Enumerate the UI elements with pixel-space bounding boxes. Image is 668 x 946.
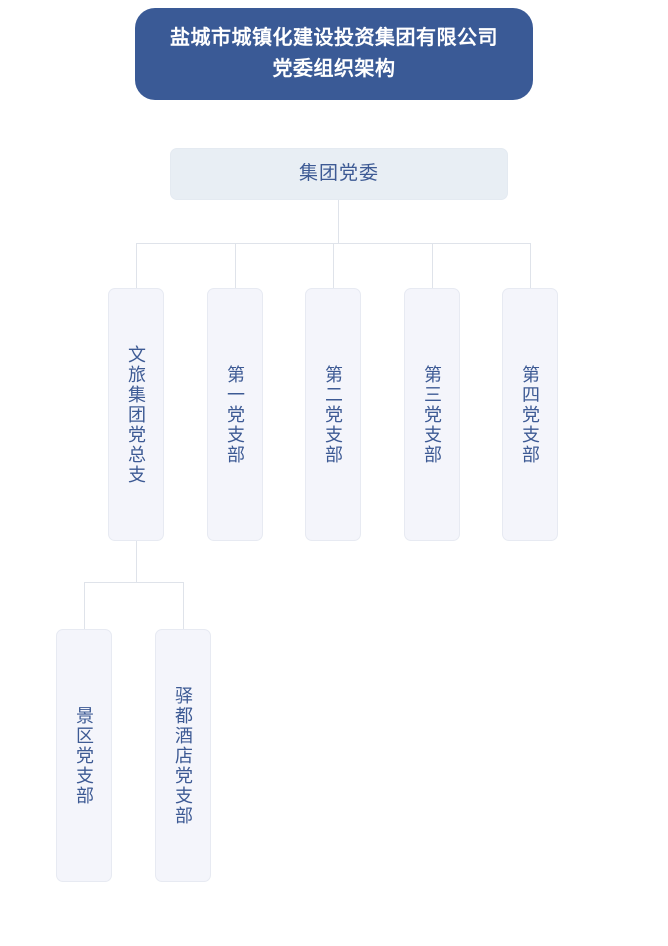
node-group-party-committee[interactable]: 集团党委	[170, 148, 508, 200]
connector-drop-branch-3	[333, 243, 334, 288]
connector-subtree-stem	[136, 541, 137, 582]
node-label: 第四党支部	[520, 364, 541, 465]
node-yidu-hotel-party-branch[interactable]: 驿都酒店党支部	[155, 629, 211, 882]
node-label: 文旅集团党总支	[126, 344, 147, 485]
connector-root-stem	[338, 200, 339, 243]
node-label: 驿都酒店党支部	[173, 685, 194, 826]
connector-drop-branch-4	[432, 243, 433, 288]
node-label: 第三党支部	[422, 364, 443, 465]
connector-drop-subbranch-2	[183, 582, 184, 629]
node-label: 景区党支部	[74, 705, 95, 806]
chart-title-banner: 盐城市城镇化建设投资集团有限公司 党委组织架构	[135, 8, 533, 100]
chart-title-line-1: 盐城市城镇化建设投资集团有限公司	[170, 27, 498, 49]
connector-drop-branch-1	[136, 243, 137, 288]
chart-title-line-2: 党委组织架构	[272, 58, 396, 80]
node-label: 第二党支部	[323, 364, 344, 465]
node-party-branch-4[interactable]: 第四党支部	[502, 288, 558, 541]
node-culture-tourism-general-branch[interactable]: 文旅集团党总支	[108, 288, 164, 541]
node-party-branch-1[interactable]: 第一党支部	[207, 288, 263, 541]
connector-drop-branch-2	[235, 243, 236, 288]
connector-drop-branch-5	[530, 243, 531, 288]
connector-drop-subbranch-1	[84, 582, 85, 629]
node-party-branch-3[interactable]: 第三党支部	[404, 288, 460, 541]
node-party-branch-2[interactable]: 第二党支部	[305, 288, 361, 541]
connector-level2-bus	[84, 582, 184, 583]
node-scenic-area-party-branch[interactable]: 景区党支部	[56, 629, 112, 882]
node-label: 集团党委	[298, 162, 379, 184]
node-label: 第一党支部	[225, 364, 246, 465]
